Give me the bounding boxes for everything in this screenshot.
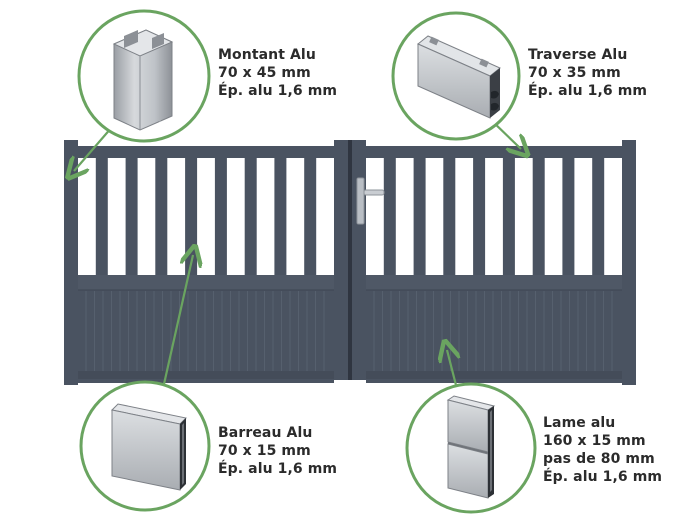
gate-bar-right-7	[562, 158, 575, 275]
callout-lame-title: Lame alu	[543, 415, 616, 431]
callout-lame-thickness: Ép. alu 1,6 mm	[543, 469, 663, 485]
callout-barreau-thickness: Ép. alu 1,6 mm	[218, 461, 338, 477]
lame-profile-circle	[405, 382, 537, 514]
gate-bar-left-5	[214, 158, 227, 275]
aluminium-bar-profile-icon	[110, 403, 188, 491]
montant-profile-circle	[77, 9, 211, 143]
callout-lame: Lame alu 160 x 15 mm pas de 80 mm Ép. al…	[543, 414, 662, 486]
gate-bar-left-8	[304, 158, 317, 275]
gate-left-post	[64, 140, 78, 385]
gate-bar-left-1	[95, 158, 108, 275]
gate-middle-rail-left	[78, 275, 334, 290]
gate-lower-panel-right	[366, 275, 622, 383]
callout-lame-pitch: pas de 80 mm	[543, 451, 655, 467]
arrow-barreau	[160, 255, 193, 394]
gate-top-rail-left	[78, 146, 334, 158]
gate-right-post	[622, 140, 636, 385]
arrow-montant	[74, 126, 113, 171]
gate-top-rail-right	[366, 146, 622, 158]
callout-barreau-dimensions: 70 x 15 mm	[218, 443, 311, 459]
gate-bottom-rail-right	[366, 371, 622, 379]
callout-montant-title: Montant Alu	[218, 47, 316, 63]
gate-panel-grooves	[85, 291, 613, 371]
gate-bar-right-2	[413, 158, 426, 275]
callout-barreau: Barreau Alu 70 x 15 mm Ép. alu 1,6 mm	[218, 424, 337, 478]
gate-lower-panel-left	[78, 275, 334, 383]
gate-handle-icon	[356, 177, 385, 225]
aluminium-post-profile-icon	[112, 29, 174, 131]
gate-bar-right-4	[473, 158, 486, 275]
gate-bars	[95, 158, 605, 275]
callout-lame-dimensions: 160 x 15 mm	[543, 433, 646, 449]
callout-barreau-title: Barreau Alu	[218, 425, 313, 441]
barreau-profile-circle	[79, 380, 211, 512]
gate-bar-right-8	[592, 158, 605, 275]
gate-bar-left-7	[274, 158, 287, 275]
callout-traverse: Traverse Alu 70 x 35 mm Ép. alu 1,6 mm	[528, 46, 647, 100]
callout-traverse-thickness: Ép. alu 1,6 mm	[528, 83, 648, 99]
gate-center-gap	[348, 140, 352, 380]
gate-bar-right-5	[502, 158, 515, 275]
gate-bar-left-6	[244, 158, 257, 275]
callout-montant-dimensions: 70 x 45 mm	[218, 65, 311, 81]
gate-middle-rail-right	[366, 275, 622, 290]
gate-center-post-right	[352, 140, 366, 380]
gate-center-post-left	[334, 140, 348, 380]
callout-traverse-title: Traverse Alu	[528, 47, 628, 63]
gate-bottom-rail-left	[78, 371, 334, 379]
gate-bar-right-1	[383, 158, 396, 275]
gate-bar-left-3	[155, 158, 168, 275]
traverse-profile-circle	[391, 11, 521, 141]
gate-bar-right-3	[443, 158, 456, 275]
callout-montant: Montant Alu 70 x 45 mm Ép. alu 1,6 mm	[218, 46, 337, 100]
callout-traverse-dimensions: 70 x 35 mm	[528, 65, 621, 81]
aluminium-slat-profile-icon	[446, 395, 496, 499]
gate	[64, 140, 636, 385]
gate-bar-left-2	[125, 158, 138, 275]
gate-bar-left-4	[185, 158, 198, 275]
gate-bar-right-6	[532, 158, 545, 275]
callout-montant-thickness: Ép. alu 1,6 mm	[218, 83, 338, 99]
aluminium-rail-profile-icon	[417, 35, 501, 119]
